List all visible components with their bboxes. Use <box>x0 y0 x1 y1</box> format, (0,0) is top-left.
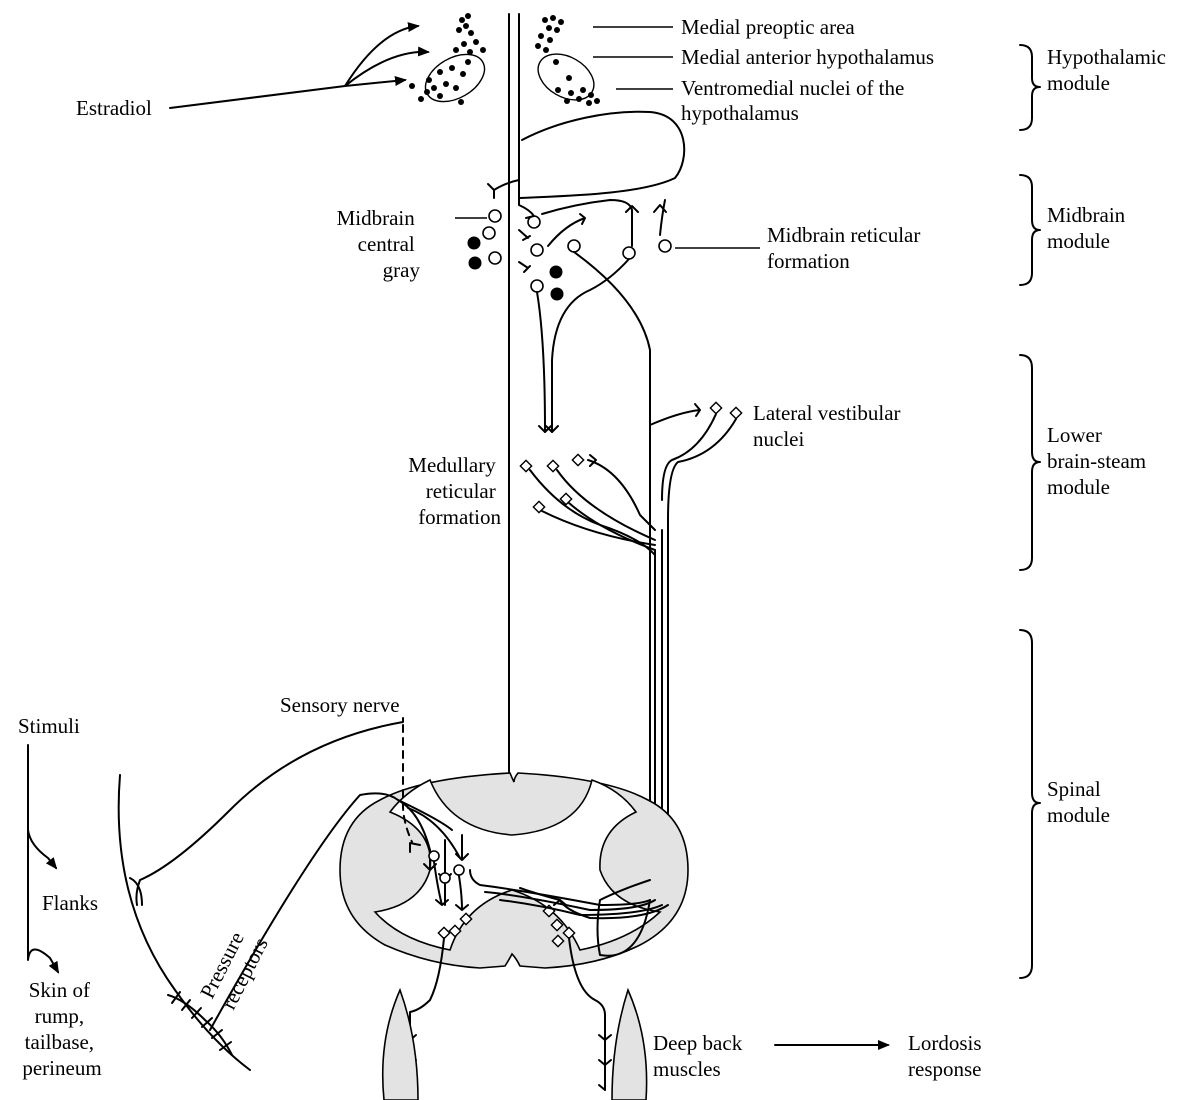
spinal-cord-cross-section <box>340 773 688 968</box>
stimuli-arrows <box>28 745 58 972</box>
estradiol-arrows <box>170 26 428 108</box>
midbrain-reticular-formation-label: Midbrain reticular formation <box>767 223 926 273</box>
stimuli-label: Stimuli <box>18 714 80 738</box>
spinal-module-label: Spinal module <box>1047 777 1110 827</box>
flanks-label: Flanks <box>42 891 98 915</box>
medial-preoptic-area-label: Medial preoptic area <box>681 15 855 39</box>
skin-label: Skin of rump, tailbase, perineum <box>22 978 101 1080</box>
ventromedial-nuclei-label: Ventromedial nuclei of the <box>681 76 904 100</box>
pressure-receptors-label: Pressure receptors <box>195 923 273 1013</box>
module-braces <box>1020 45 1040 978</box>
lateral-vestibular-nuclei-label: Lateral vestibular nuclei <box>753 401 906 451</box>
midbrain-neurons <box>468 210 672 301</box>
estradiol-label: Estradiol <box>76 96 152 120</box>
lordosis-response-label: Lordosis response <box>908 1031 987 1081</box>
medial-anterior-hypothalamus-label: Medial anterior hypothalamus <box>681 45 934 69</box>
vmh-efferent-loop <box>519 14 684 205</box>
ventromedial-nuclei-label-line2: hypothalamus <box>681 101 799 125</box>
medullary-reticular-formation-label: Medullary reticular formation <box>408 453 501 529</box>
hypothalamic-left-nuclei <box>409 13 493 111</box>
midbrain-module-label: Midbrain module <box>1047 203 1130 253</box>
deep-back-muscles-label: Deep back muscles <box>653 1031 747 1081</box>
midbrain-central-gray-label: Midbrain central gray <box>337 206 421 282</box>
sensory-nerve-label: Sensory nerve <box>280 693 400 717</box>
hypothalamic-right-nuclei <box>530 15 602 109</box>
lower-brain-stem-module-label: Lower brain-steam module <box>1047 423 1151 499</box>
hypothalamic-module-label: Hypothalamic module <box>1047 45 1171 95</box>
body-surface-outline <box>119 775 250 1070</box>
